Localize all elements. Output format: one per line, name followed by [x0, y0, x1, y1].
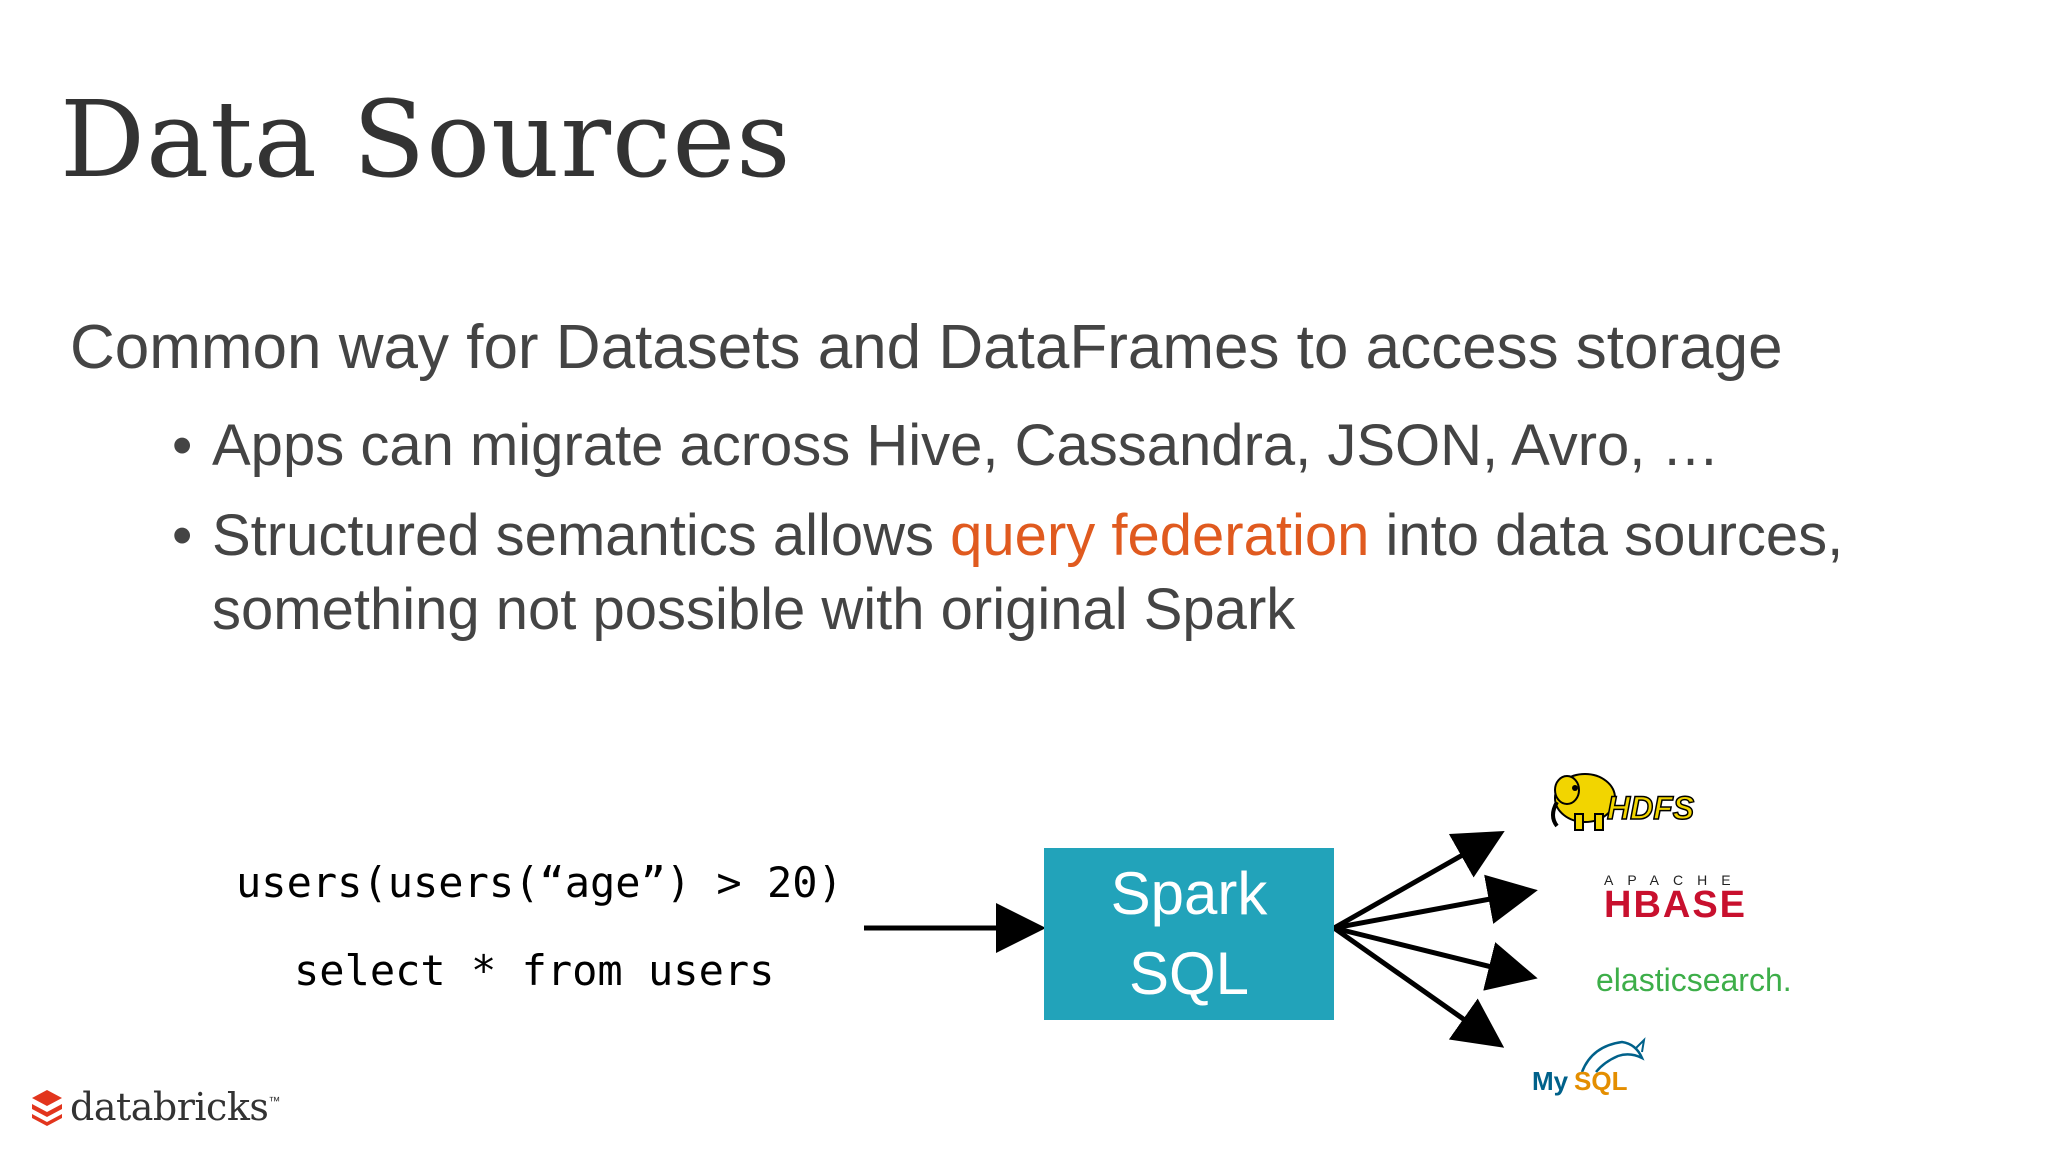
trademark-mark: ™ [268, 1094, 281, 1108]
spark-label: Spark [1110, 860, 1268, 927]
slide-subtitle: Common way for Datasets and DataFrames t… [70, 313, 1783, 382]
bullet-text: something not possible with original Spa… [212, 577, 1296, 642]
hbase-apache-label: APACHE [1604, 872, 1745, 888]
highlight-text: query federation [950, 503, 1370, 568]
mysql-logo: My SQL [1532, 1036, 1662, 1096]
bullet-text-part: Structured semantics allows [212, 503, 951, 568]
arrow-to-hdfs [1332, 831, 1505, 931]
sql-label: SQL [1128, 940, 1250, 1007]
hdfs-label: HDFS [1606, 789, 1695, 827]
databricks-logo: databricks ™ [30, 1084, 280, 1130]
hadoop-elephant-icon [1551, 773, 1616, 831]
elasticsearch-logo: elasticsearch. [1596, 962, 1792, 998]
bullet-text-part: into data sources, [1369, 503, 1844, 568]
bullet-dot: • [172, 413, 193, 478]
databricks-stack-icon [32, 1090, 62, 1126]
bullet-dot: • [172, 503, 193, 568]
hdfs-logo: HDFS [1545, 762, 1725, 834]
mysql-my-label: My [1532, 1066, 1569, 1096]
arrow-to-mysql [1332, 925, 1505, 1048]
bullet-text: Structured semantics allows query federa… [212, 498, 1843, 574]
dolphin-icon [1580, 1037, 1646, 1073]
arrow-to-hbase [1333, 874, 1538, 931]
databricks-wordmark: databricks [70, 1085, 269, 1129]
spark-sql-box: Spark SQL [1044, 848, 1334, 1020]
hbase-label: HBASE [1604, 884, 1748, 926]
bullet-text: Apps can migrate across Hive, Cassandra,… [212, 413, 1720, 478]
mysql-sql-label: SQL [1574, 1066, 1628, 1096]
code-line: users(users(“age”) > 20) [236, 858, 843, 907]
hbase-logo: APACHE HBASE [1604, 872, 1794, 926]
slide-title: Data Sources [60, 78, 792, 201]
arrow-to-elasticsearch [1333, 925, 1538, 991]
code-line: select * from users [294, 946, 775, 995]
